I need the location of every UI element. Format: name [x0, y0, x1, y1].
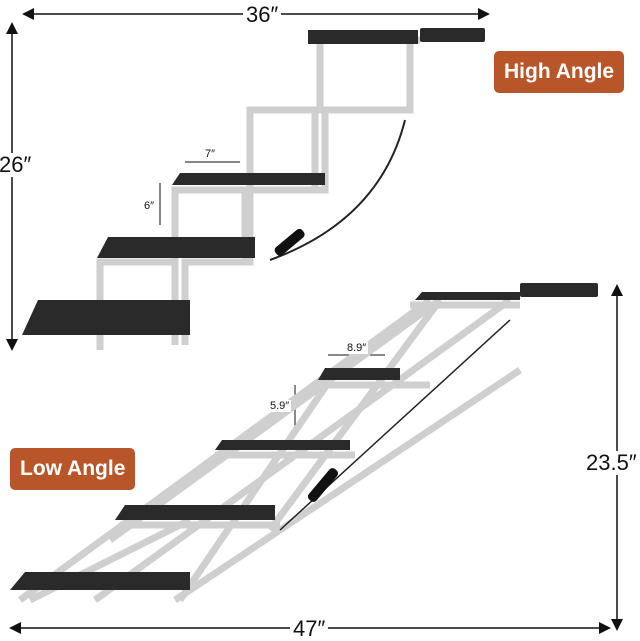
low-angle-step-depth: 8.9″	[345, 342, 369, 354]
low-angle-stairs	[10, 283, 598, 604]
low-angle-width: 47″	[290, 617, 329, 641]
high-angle-step-depth: 7″	[203, 148, 218, 160]
low-angle-badge: Low Angle	[10, 448, 136, 490]
high-angle-badge: High Angle	[494, 51, 625, 93]
high-angle-height: 26″	[0, 153, 35, 177]
high-angle-stairs	[22, 28, 485, 350]
low-angle-step-rise: 5.9″	[268, 400, 292, 412]
high-angle-width: 36″	[243, 3, 282, 27]
low-angle-height: 23.5″	[583, 451, 640, 475]
high-angle-step-rise: 6″	[142, 200, 157, 212]
